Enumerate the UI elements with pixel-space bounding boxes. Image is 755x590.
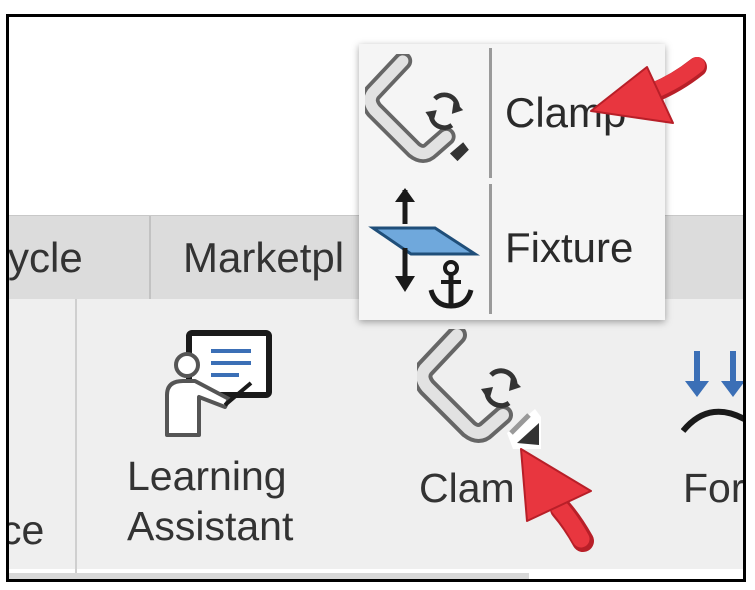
annotation-arrow-top	[590, 57, 707, 124]
annotation-arrow-bottom	[520, 448, 594, 552]
popup-item-label: Fixture	[505, 224, 634, 271]
popup-item-clamp[interactable]: Clamp	[359, 44, 665, 180]
screenshot-frame: cycle Marketpl ce Learning Assistant	[6, 14, 746, 582]
tab-marketplace[interactable]: Marketpl	[183, 234, 345, 281]
ribbon-bottom-edge	[9, 573, 529, 579]
ribbon-group-divider	[75, 299, 77, 579]
clamp-icon	[365, 54, 469, 163]
clamp-ribbon-label: Clam	[419, 465, 515, 511]
clamp-fixture-dropdown: Clamp Fixture	[359, 44, 665, 320]
ribbon-panel	[9, 299, 743, 569]
clamp-icon	[417, 329, 541, 449]
presentation-board-icon	[165, 330, 272, 437]
force-ribbon-label: For	[683, 465, 745, 511]
force-arrows-icon	[681, 351, 743, 433]
popup-separator	[489, 184, 492, 314]
tab-lifecycle[interactable]: cycle	[9, 216, 151, 299]
popup-separator	[489, 48, 492, 178]
popup-item-fixture[interactable]: Fixture	[359, 182, 665, 318]
learning-assistant-label-line2: Assistant	[127, 503, 294, 549]
learning-assistant-label-line1: Learning	[127, 453, 287, 499]
partial-ribbon-label[interactable]: ce	[9, 507, 45, 553]
fixture-anchor-icon	[368, 188, 481, 309]
